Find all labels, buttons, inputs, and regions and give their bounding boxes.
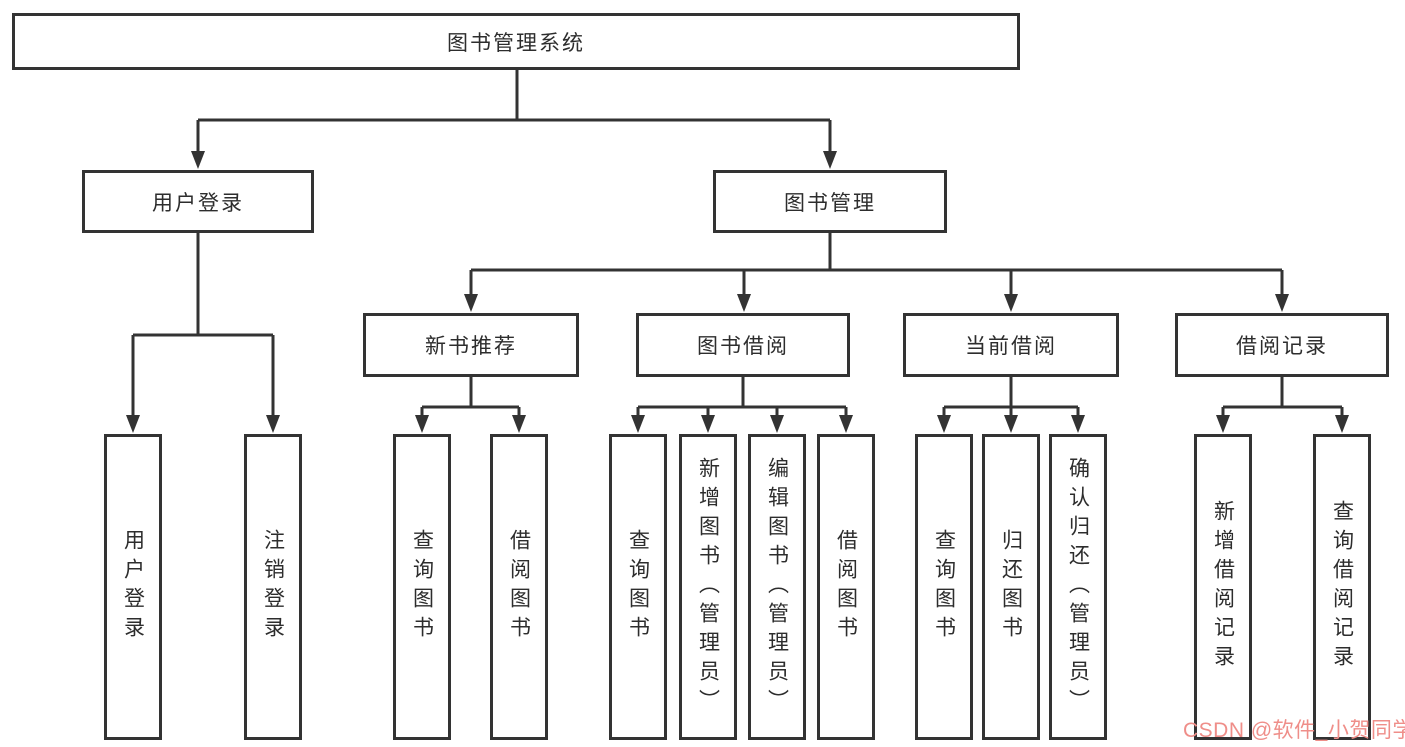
node-borrow-books-recommend: 借阅图书 <box>490 434 548 740</box>
node-book-borrowing: 图书借阅 <box>636 313 850 377</box>
arrow-down-icon <box>631 415 645 433</box>
arrow-down-icon <box>126 415 140 433</box>
node-user-login-branch: 用户登录 <box>82 170 314 233</box>
arrow-down-icon <box>266 415 280 433</box>
node-logout-leaf: 注销登录 <box>244 434 302 740</box>
node-label: 新书推荐 <box>425 335 517 358</box>
node-borrow-books-leaf: 借阅图书 <box>817 434 875 740</box>
node-confirm-return-admin: 确认归还（管理员） <box>1049 434 1107 740</box>
node-new-book-recommendation: 新书推荐 <box>363 313 579 377</box>
arrow-down-icon <box>191 151 205 169</box>
connector-root-to-level2 <box>196 68 832 153</box>
arrow-down-icon <box>415 415 429 433</box>
connector-records-to-children <box>1221 377 1344 417</box>
node-label: 当前借阅 <box>965 335 1057 358</box>
node-query-books-borrowing: 查询图书 <box>609 434 667 740</box>
csdn-watermark: CSDN @软件_小贺同学 <box>1183 719 1405 742</box>
node-user-login-leaf: 用户登录 <box>104 434 162 740</box>
arrowheads <box>126 151 1349 433</box>
arrow-down-icon <box>512 415 526 433</box>
arrow-down-icon <box>464 294 478 312</box>
node-current-borrowing: 当前借阅 <box>903 313 1119 377</box>
node-query-books-recommend: 查询图书 <box>393 434 451 740</box>
node-edit-books-admin: 编辑图书（管理员） <box>748 434 806 740</box>
connector-borrowing-to-children <box>636 377 848 417</box>
node-label: 借阅图书 <box>507 529 531 645</box>
node-label: 编辑图书（管理员） <box>765 456 789 718</box>
arrow-down-icon <box>1004 294 1018 312</box>
node-label: 用户登录 <box>152 191 244 215</box>
node-book-management-system: 图书管理系统 <box>12 13 1020 70</box>
node-add-borrow-record: 新增借阅记录 <box>1194 434 1252 740</box>
arrow-down-icon <box>1335 415 1349 433</box>
node-label: 借阅图书 <box>834 529 858 645</box>
node-label: 查询借阅记录 <box>1330 500 1354 674</box>
arrow-down-icon <box>937 415 951 433</box>
node-book-management-branch: 图书管理 <box>713 170 947 233</box>
node-label: 借阅记录 <box>1236 335 1328 358</box>
node-label: 查询图书 <box>932 529 956 645</box>
node-label: 新增借阅记录 <box>1211 500 1235 674</box>
connector-current-to-children <box>942 377 1080 417</box>
connector-newbook-to-children <box>420 377 521 417</box>
arrow-down-icon <box>839 415 853 433</box>
arrow-down-icon <box>1216 415 1230 433</box>
node-label: 图书管理 <box>784 191 876 215</box>
node-borrowing-records: 借阅记录 <box>1175 313 1389 377</box>
arrow-down-icon <box>1071 415 1085 433</box>
node-query-borrow-record: 查询借阅记录 <box>1313 434 1371 740</box>
arrow-down-icon <box>1004 415 1018 433</box>
arrow-down-icon <box>823 151 837 169</box>
node-label: 确认归还（管理员） <box>1066 456 1090 718</box>
node-label: 注销登录 <box>261 529 285 645</box>
node-return-books: 归还图书 <box>982 434 1040 740</box>
node-label: 用户登录 <box>121 529 145 645</box>
node-label: 图书借阅 <box>697 335 789 358</box>
connector-login-to-children <box>131 232 275 417</box>
node-query-books-current: 查询图书 <box>915 434 973 740</box>
arrow-down-icon <box>770 415 784 433</box>
node-label: 查询图书 <box>626 529 650 645</box>
node-add-books-admin: 新增图书（管理员） <box>679 434 737 740</box>
node-label: 归还图书 <box>999 529 1023 645</box>
connector-mgmt-to-groups <box>469 232 1284 296</box>
node-label: 新增图书（管理员） <box>696 456 720 718</box>
arrow-down-icon <box>1275 294 1289 312</box>
node-label: 查询图书 <box>410 529 434 645</box>
node-label: 图书管理系统 <box>447 31 585 55</box>
arrow-down-icon <box>701 415 715 433</box>
arrow-down-icon <box>737 294 751 312</box>
